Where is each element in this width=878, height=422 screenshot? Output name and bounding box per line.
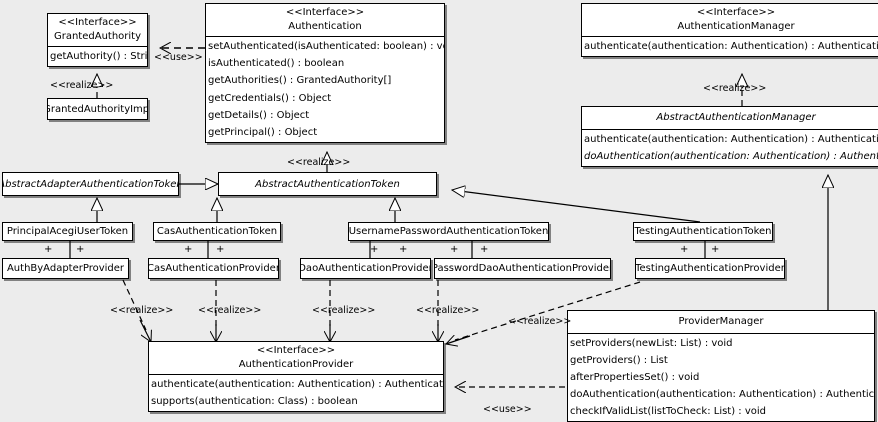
method-row: authenticate(authentication: Authenticat… xyxy=(584,41,878,52)
relationship-label-realize-abstract-auth-token: <<realize>> xyxy=(287,157,351,168)
method-row: setAuthenticated(isAuthenticated: boolea… xyxy=(208,41,444,52)
class-header: <<Interface>> AuthenticationProvider xyxy=(149,342,443,374)
method-row: supports(authentication: Class) : boolea… xyxy=(151,396,358,408)
class-provider-manager[interactable]: ProviderManager setProviders(newList: Li… xyxy=(567,310,875,422)
method-row: getDetails() : Object xyxy=(208,109,310,121)
relationship-label-realize-granted-authority-impl: <<realize>> xyxy=(50,80,114,91)
class-principal-acegi-user-token[interactable]: PrincipalAcegiUserToken xyxy=(2,222,133,241)
class-granted-authority[interactable]: <<Interface>> GrantedAuthority getAuthor… xyxy=(47,13,148,68)
stereotype-label: <<Interface>> xyxy=(285,7,365,18)
class-abstract-authentication-manager[interactable]: AbstractAuthenticationManager authentica… xyxy=(581,106,878,167)
method-row: afterPropertiesSet() : void xyxy=(570,371,700,383)
method-compartment: setAuthenticated(isAuthenticated: boolea… xyxy=(206,36,444,142)
stereotype-label: <<Interface>> xyxy=(58,17,137,28)
multiplicity-marker: + xyxy=(399,244,408,255)
class-dao-authentication-provider[interactable]: DaoAuthenticationProvider xyxy=(300,258,431,279)
class-auth-by-adapter-provider[interactable]: AuthByAdapterProvider xyxy=(2,258,129,279)
method-row: doAuthentication(authentication: Authent… xyxy=(584,150,878,162)
class-name: CasAuthenticationProvider xyxy=(148,263,279,274)
method-row: getPrincipal() : Object xyxy=(208,126,318,138)
stereotype-label: <<Interface>> xyxy=(696,7,776,18)
class-name: AbstractAuthenticationManager xyxy=(656,112,816,123)
multiplicity-marker: + xyxy=(184,244,193,255)
method-compartment: getAuthority() : String xyxy=(48,46,147,66)
class-name: ProviderManager xyxy=(678,316,764,327)
class-name: AuthenticationProvider xyxy=(238,358,354,370)
class-name: AbstractAuthenticationToken xyxy=(255,178,400,190)
class-name: PasswordDaoAuthenticationProvider xyxy=(434,263,611,274)
class-granted-authority-impl[interactable]: GrantedAuthorityImpl xyxy=(47,98,148,120)
class-name: TestingAuthenticationToken xyxy=(634,226,772,237)
method-compartment: authenticate(authentication: Authenticat… xyxy=(582,128,878,166)
class-header: <<Interface>> GrantedAuthority xyxy=(48,14,147,46)
multiplicity-marker: + xyxy=(680,244,689,255)
method-row: getCredentials() : Object xyxy=(208,92,332,104)
method-row: authenticate(authentication: Authenticat… xyxy=(584,133,878,145)
class-name: CasAuthenticationToken xyxy=(156,226,278,237)
method-compartment: authenticate(authentication: Authenticat… xyxy=(582,36,878,56)
class-password-dao-authentication-provider[interactable]: PasswordDaoAuthenticationProvider xyxy=(434,258,611,279)
method-row: authenticate(authentication: Authenticat… xyxy=(151,379,443,390)
method-row: getAuthorities() : GrantedAuthority[] xyxy=(208,75,392,87)
class-abstract-authentication-token[interactable]: AbstractAuthenticationToken xyxy=(218,172,437,196)
class-name: DaoAuthenticationProvider xyxy=(300,263,431,274)
relationship-label-use-granted-authority: <<use>> xyxy=(154,52,203,63)
class-name: GrantedAuthority xyxy=(53,30,142,42)
multiplicity-marker: + xyxy=(370,244,379,255)
class-authentication-provider[interactable]: <<Interface>> AuthenticationProvider aut… xyxy=(148,341,444,413)
relationship-label-realize-provider-manager: <<realize>> xyxy=(508,316,572,327)
multiplicity-marker: + xyxy=(76,244,85,255)
method-compartment: authenticate(authentication: Authenticat… xyxy=(149,374,443,411)
class-name: AbstractAdapterAuthenticationToken xyxy=(2,178,179,190)
class-cas-authentication-provider[interactable]: CasAuthenticationProvider xyxy=(148,258,279,279)
relationship-label-realize-abstract-auth-manager: <<realize>> xyxy=(703,83,767,94)
class-authentication-manager[interactable]: <<Interface>> AuthenticationManager auth… xyxy=(581,3,878,58)
multiplicity-marker: + xyxy=(480,244,489,255)
class-testing-authentication-token[interactable]: TestingAuthenticationToken xyxy=(633,222,773,241)
relationship-label-realize-auth-by-adapter: <<realize>> xyxy=(110,305,174,316)
method-row: isAuthenticated() : boolean xyxy=(208,58,345,70)
class-header: ProviderManager xyxy=(568,311,874,332)
relationship-label-realize-cas-provider: <<realize>> xyxy=(198,305,262,316)
method-row: checkIfValidList(listToCheck: List) : vo… xyxy=(570,406,767,418)
method-row: setProviders(newList: List) : void xyxy=(570,337,733,349)
method-row: doAuthentication(authentication: Authent… xyxy=(570,389,874,401)
multiplicity-marker: + xyxy=(44,244,53,255)
class-header: <<Interface>> Authentication xyxy=(206,4,444,36)
multiplicity-marker: + xyxy=(216,244,225,255)
relationship-label-use-provider-manager: <<use>> xyxy=(483,404,532,415)
class-name: PrincipalAcegiUserToken xyxy=(6,226,129,237)
class-username-password-authentication-token[interactable]: UsernamePasswordAuthenticationToken xyxy=(348,222,549,241)
method-row: getAuthority() : String xyxy=(50,51,147,62)
class-name: TestingAuthenticationProvider xyxy=(635,263,785,274)
class-name: Authentication xyxy=(288,20,362,32)
method-compartment: setProviders(newList: List) : void getPr… xyxy=(568,332,874,422)
class-name: AuthenticationManager xyxy=(677,20,795,32)
class-authentication[interactable]: <<Interface>> Authentication setAuthenti… xyxy=(205,3,445,144)
relationship-label-realize-dao-provider: <<realize>> xyxy=(312,305,376,316)
class-header: <<Interface>> AuthenticationManager xyxy=(582,4,878,36)
class-cas-authentication-token[interactable]: CasAuthenticationToken xyxy=(153,222,281,241)
method-row: getProviders() : List xyxy=(570,354,668,366)
class-abstract-adapter-authentication-token[interactable]: AbstractAdapterAuthenticationToken xyxy=(2,172,179,196)
class-name: AuthByAdapterProvider xyxy=(6,263,125,274)
relationship-label-realize-password-dao-provider: <<realize>> xyxy=(416,305,480,316)
class-header: AbstractAuthenticationManager xyxy=(582,107,878,129)
stereotype-label: <<Interface>> xyxy=(256,345,336,356)
class-testing-authentication-provider[interactable]: TestingAuthenticationProvider xyxy=(635,258,785,279)
class-name: UsernamePasswordAuthenticationToken xyxy=(348,226,549,237)
multiplicity-marker: + xyxy=(711,244,720,255)
multiplicity-marker: + xyxy=(450,244,459,255)
class-name: GrantedAuthorityImpl xyxy=(47,103,148,115)
